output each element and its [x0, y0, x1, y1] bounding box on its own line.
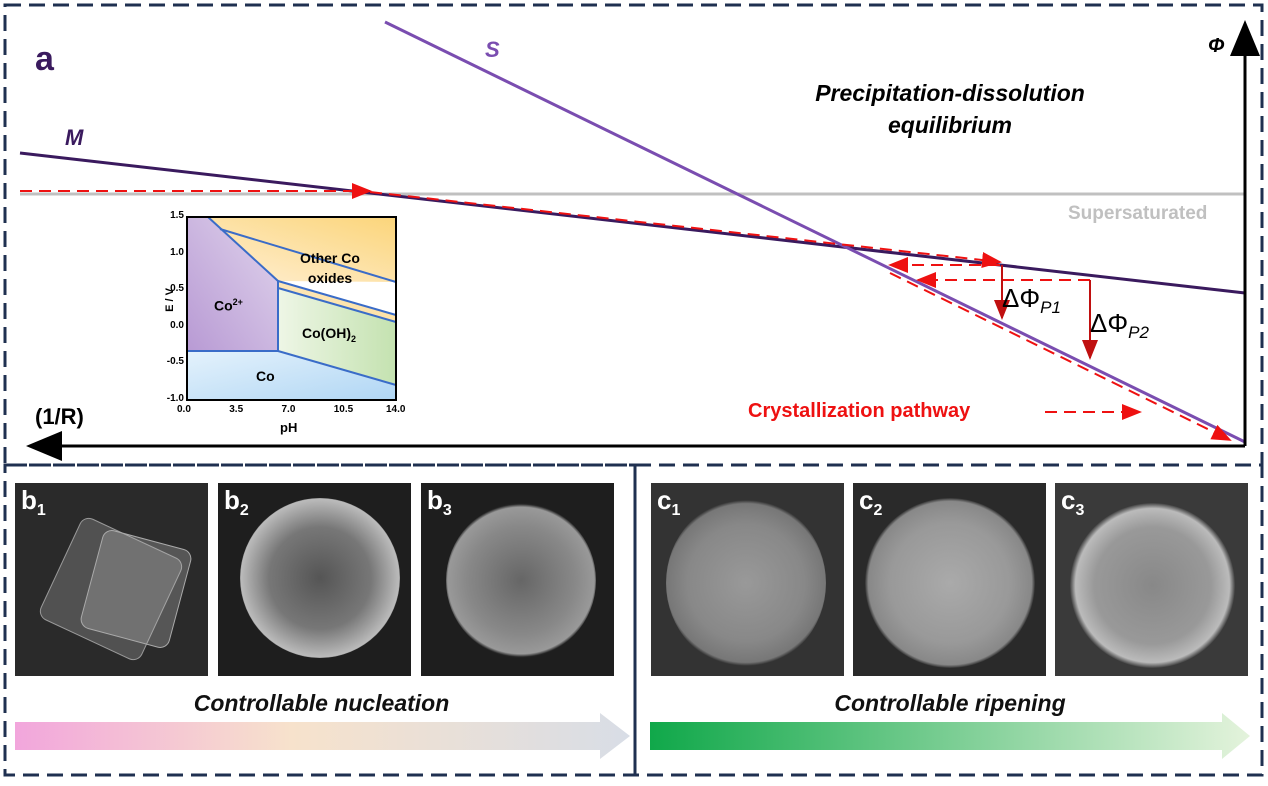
image-label: c1 [657, 485, 681, 520]
inset-xtick: 10.5 [333, 404, 354, 415]
curve-s [384, 20, 1246, 444]
y-axis-label: Φ [1208, 35, 1225, 57]
inset-ytick: 1.0 [170, 246, 184, 258]
cooh-sub: 2 [351, 333, 357, 344]
nucleation-caption: Controllable nucleation [193, 690, 450, 716]
inset-xtick: 0.0 [177, 404, 191, 415]
co2-text: Co [214, 297, 233, 314]
region-oxides-label: Other Co oxides [285, 248, 375, 288]
sem-image-c1: c1 [651, 483, 844, 676]
delta-sub: P1 [1040, 298, 1061, 318]
image-label: b3 [427, 485, 452, 520]
region-co [187, 351, 396, 400]
inset-xtick: 7.0 [281, 404, 296, 415]
supersaturated-label: Supersaturated [1068, 203, 1208, 224]
delta-symbol: ΔΦ [1090, 308, 1129, 338]
delta-symbol: ΔΦ [1002, 283, 1041, 313]
pathway-label: Crystallization pathway [748, 400, 971, 422]
cooh-text: Co(OH) [302, 325, 351, 341]
chart-title: Precipitation-dissolution equilibrium [760, 77, 1140, 141]
image-label: c2 [859, 485, 883, 520]
delta-sub: P2 [1128, 323, 1149, 343]
region-cooh2 [278, 288, 396, 385]
inset-ytick: 1.5 [170, 210, 184, 221]
region-co2plus-label: Co2+ [214, 297, 243, 314]
co2-sup: 2+ [232, 297, 243, 307]
pourbaix-inset [186, 216, 397, 401]
curve-s-label: S [485, 37, 500, 62]
sem-image-c3: c3 [1055, 483, 1248, 676]
oxides-line2: oxides [307, 270, 353, 286]
curve-m-label: M [65, 125, 84, 150]
image-label: c3 [1061, 485, 1085, 520]
inset-ytick: 0.0 [170, 319, 184, 331]
delta-p2-label: ΔΦP2 [1090, 308, 1149, 343]
sem-image-b3: b3 [421, 483, 614, 676]
crystallization-pathway-arrows [20, 183, 1232, 441]
region-co2plus [187, 217, 278, 351]
inset-xtick: 14.0 [386, 404, 406, 415]
title-line-2: equilibrium [888, 112, 1012, 138]
delta-p1-label: ΔΦP1 [1002, 283, 1061, 318]
sem-image-b2: b2 [218, 483, 411, 676]
panel-a-label: a [35, 40, 54, 78]
panel-borders [3, 3, 1264, 777]
x-axis-label: (1/R) [35, 404, 84, 429]
region-co-label: Co [256, 368, 275, 384]
ripening-caption: Controllable ripening [834, 690, 1066, 716]
image-label: b1 [21, 485, 46, 520]
sem-image-b1: b1 [15, 483, 208, 676]
inset-xlabel: pH [280, 420, 298, 435]
curve-m [19, 151, 1246, 295]
inset-ytick: 0.5 [170, 283, 184, 295]
title-line-1: Precipitation-dissolution [815, 80, 1085, 106]
sem-image-c2: c2 [853, 483, 1046, 676]
inset-ytick: -0.5 [166, 356, 184, 368]
inset-xtick: 3.5 [229, 404, 244, 415]
oxides-line1: Other Co [300, 250, 360, 266]
image-label: b2 [224, 485, 249, 520]
region-cooh2-label: Co(OH)2 [302, 325, 356, 344]
inset-ytick: -1.0 [166, 393, 184, 404]
